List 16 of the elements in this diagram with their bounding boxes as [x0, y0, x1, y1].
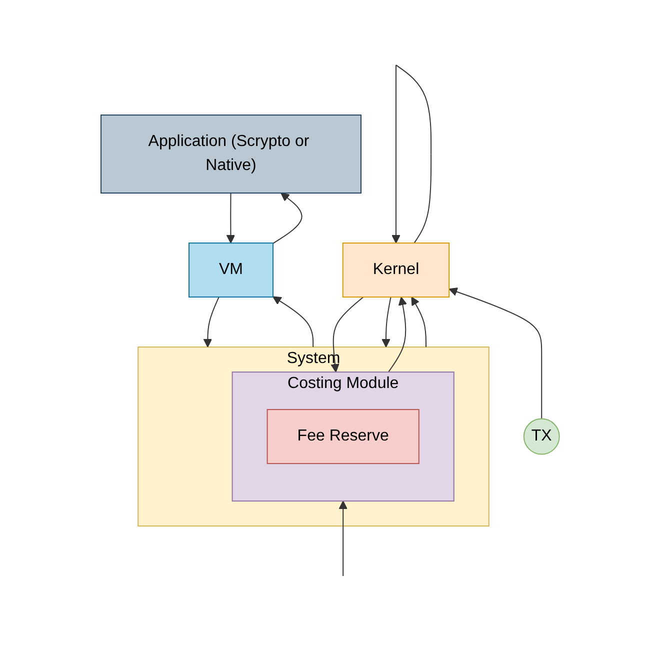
arrow — [226, 192, 236, 244]
arrow — [330, 296, 364, 372]
arrow — [388, 296, 408, 373]
arrow — [392, 64, 432, 244]
arrow — [382, 296, 392, 348]
arrow — [449, 288, 542, 420]
arrow — [272, 192, 303, 244]
node-box: Kernel — [342, 242, 450, 298]
node-box: VM — [188, 242, 274, 298]
arrow — [204, 296, 220, 348]
arrow — [412, 296, 427, 348]
arrow — [272, 296, 314, 348]
node-box: Fee Reserve — [267, 409, 420, 464]
node-box: Application (Scrypto or Native) — [100, 114, 362, 194]
arrow — [339, 500, 348, 577]
node-circle: TX — [524, 418, 560, 455]
